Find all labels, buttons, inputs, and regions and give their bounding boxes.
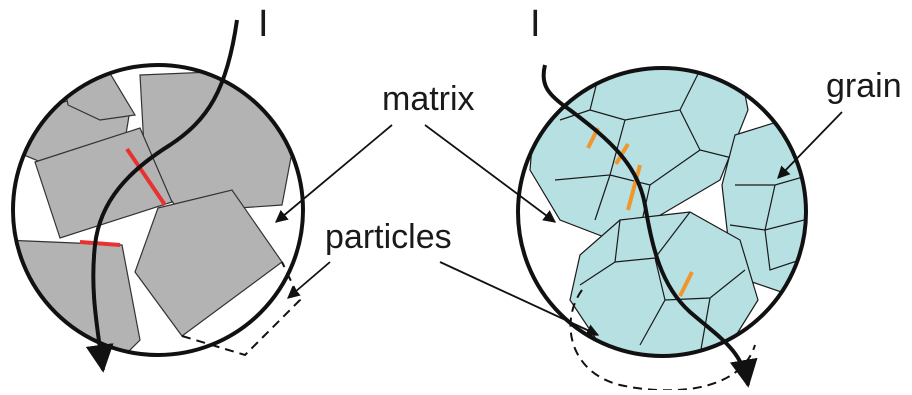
grain-pointer — [777, 111, 843, 179]
particle — [34, 127, 173, 239]
right-sample-outline — [516, 66, 808, 358]
left-contact-top — [125, 147, 167, 207]
matrix-label: matrix — [382, 80, 475, 118]
right-grains — [529, 68, 806, 356]
particle — [13, 239, 141, 355]
grain-contact — [626, 164, 642, 211]
particles-label: particles — [325, 218, 452, 256]
left-contact-bottom — [79, 240, 121, 247]
matrix-pointer-right — [424, 124, 557, 223]
left-current-label: I — [258, 3, 269, 45]
grain-contact — [678, 271, 694, 297]
grain-label: grain — [826, 67, 902, 105]
left-sample: I — [11, 3, 305, 373]
right-agglomerate-dashed-outline — [569, 289, 756, 392]
right-current-label: I — [530, 3, 541, 45]
left-sample-outline — [11, 63, 305, 357]
left-current-path — [85, 19, 239, 373]
grain-boundary — [764, 229, 801, 271]
annotations: matrix particles grain — [275, 67, 902, 336]
right-current-path — [541, 64, 758, 388]
particles-pointer-right — [439, 261, 600, 336]
grain-boundary — [764, 184, 776, 231]
grain — [529, 68, 749, 241]
grain-boundary — [594, 174, 611, 221]
right-sample: I — [516, 3, 808, 392]
grain-boundary — [589, 69, 701, 121]
particle — [134, 189, 283, 337]
particles-pointer-left — [287, 261, 331, 299]
left-particle-dashed-outline — [181, 261, 302, 357]
matrix-pointer-left — [275, 124, 393, 223]
